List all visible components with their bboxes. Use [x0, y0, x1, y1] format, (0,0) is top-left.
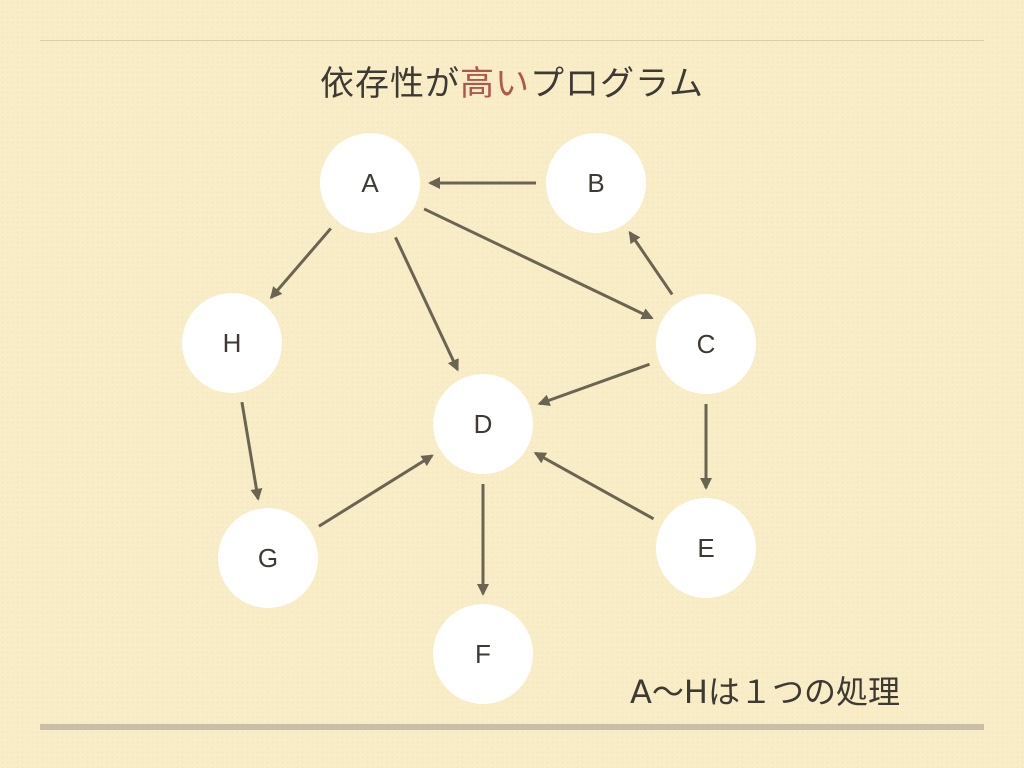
node-layer: A B C D E F G H — [182, 133, 756, 704]
edge-e-to-d — [533, 451, 655, 521]
title-text-before: 依存性が — [320, 64, 460, 104]
node-label: A — [361, 168, 379, 198]
node-c: C — [656, 294, 756, 394]
node-label: G — [258, 543, 278, 573]
node-d: D — [433, 374, 533, 474]
node-label: H — [223, 328, 242, 358]
title-text-highlight: 高い — [460, 64, 530, 104]
node-circle — [182, 293, 282, 393]
edge-h-to-g — [240, 401, 263, 501]
node-label: F — [475, 639, 491, 669]
node-label: B — [587, 168, 604, 198]
bottom-rule — [40, 724, 984, 730]
edge-a-to-d — [394, 236, 459, 372]
caption: A〜Hは１つの処理 — [630, 673, 900, 711]
edge-a-to-h — [269, 227, 332, 300]
node-circle — [218, 508, 318, 608]
node-circle — [656, 498, 756, 598]
node-circle — [433, 374, 533, 474]
node-a: A — [320, 133, 420, 233]
edge-layer — [240, 177, 712, 596]
edge-c-to-d — [537, 362, 651, 407]
node-h: H — [182, 293, 282, 393]
node-label: E — [697, 533, 714, 563]
edge-g-to-d — [318, 454, 434, 528]
node-circle — [320, 133, 420, 233]
node-g: G — [218, 508, 318, 608]
title-text-after: プログラム — [530, 64, 704, 104]
node-f: F — [433, 604, 533, 704]
edge-a-to-c — [423, 207, 654, 320]
node-circle — [546, 133, 646, 233]
node-label: C — [697, 329, 716, 359]
node-e: E — [656, 498, 756, 598]
node-b: B — [546, 133, 646, 233]
slide-title: 依存性が高いプログラム — [0, 56, 1024, 105]
edge-c-to-b — [628, 230, 674, 296]
top-rule — [40, 40, 984, 41]
node-label: D — [474, 409, 493, 439]
node-circle — [656, 294, 756, 394]
node-circle — [433, 604, 533, 704]
